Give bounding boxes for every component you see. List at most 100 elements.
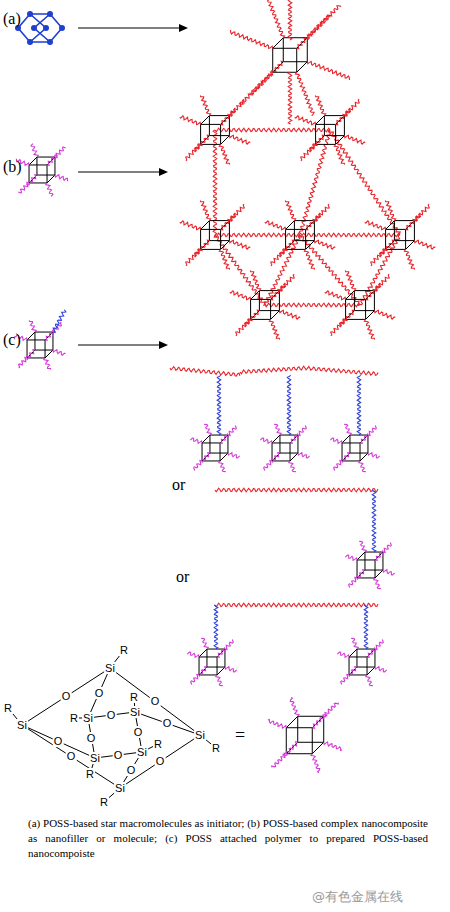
cage-edge (356, 649, 357, 667)
cage-arm (314, 240, 335, 249)
cage-arm (307, 62, 349, 81)
cage-edge (201, 124, 221, 125)
cage-arm (283, 742, 298, 756)
cage-arm (315, 96, 325, 116)
cage-edge (209, 240, 229, 241)
cage-edge (220, 453, 228, 461)
atom-label: O (113, 749, 124, 761)
cage-arm (295, 116, 316, 125)
cage-arm (199, 667, 207, 677)
cage-arm (342, 453, 350, 463)
cage-edge (220, 229, 221, 249)
cage-arm (265, 221, 286, 230)
atom-label: Si (82, 712, 94, 724)
cage-arm (334, 144, 344, 164)
cage-edge (365, 299, 366, 319)
graph-dot (27, 11, 33, 17)
cage-edge (394, 240, 414, 241)
panel-letter: (b) (3, 158, 22, 176)
cage-arm (250, 61, 284, 94)
cage-edge (360, 453, 368, 461)
cage-arm (288, 0, 292, 40)
cage-arm (202, 453, 210, 463)
cage-edge (296, 48, 297, 72)
cage-arm (180, 221, 201, 230)
cage-arm (45, 330, 54, 341)
cage-arm (274, 424, 281, 435)
cage-arm (269, 319, 279, 339)
poss-cage-drawings (15, 0, 436, 773)
cage-arm (190, 438, 202, 443)
cage-edge (286, 716, 297, 727)
cage-edge (29, 165, 30, 183)
cage-edge (367, 667, 375, 675)
cage-arm (344, 99, 359, 116)
cage-arm (368, 453, 380, 458)
atom-label: O (155, 755, 166, 767)
cage-edge (306, 241, 315, 250)
cage-edge (272, 48, 273, 72)
cage-arm (344, 424, 351, 435)
cage-arm (374, 310, 395, 319)
cage-edge (199, 674, 217, 675)
cage-edge (272, 442, 290, 443)
cage-edge (283, 38, 284, 62)
cage-edge (201, 116, 210, 125)
cage-edge (37, 157, 55, 158)
cage-edge (47, 165, 48, 183)
cage-arm (290, 433, 298, 443)
polymer-chain (215, 603, 378, 607)
cage-arm (55, 175, 68, 182)
cage-edge (375, 570, 383, 578)
cage-arm (200, 201, 210, 221)
poss-cage (342, 435, 368, 461)
cage-edge (251, 291, 260, 300)
cage-edge (259, 310, 279, 311)
cage-arm (351, 638, 358, 649)
graph-dot (59, 25, 65, 31)
cage-arm (345, 271, 355, 291)
cage-arm (368, 426, 376, 436)
poss-cage (27, 332, 53, 358)
cage-arm (337, 652, 349, 657)
reaction-arrows (78, 24, 188, 349)
cage-arm (19, 358, 27, 369)
cage-arm (357, 570, 365, 580)
cage-edge (305, 229, 306, 249)
cage-edge (209, 115, 229, 116)
cage-arm (26, 175, 37, 186)
cage-edge (251, 319, 271, 320)
cage-arm (330, 438, 342, 443)
cage-arm (374, 578, 381, 589)
cage-arm (280, 240, 295, 257)
cage-edge (199, 649, 207, 657)
cage-edge (202, 442, 220, 443)
cage-edge (324, 115, 344, 116)
crosslink-chain (213, 130, 217, 235)
cage-arm (228, 426, 236, 436)
cage-edge (324, 116, 325, 136)
cage-edge (270, 299, 271, 319)
crosslink-chain (329, 130, 400, 236)
tether-chain (287, 375, 291, 435)
cage-arm (272, 753, 287, 767)
cage-edge (251, 299, 271, 300)
figure-caption: (a) POSS-based star macromolecules as in… (28, 816, 428, 861)
cage-edge (27, 339, 45, 340)
cage-edge (357, 667, 375, 668)
cage-arm (288, 72, 292, 124)
cage-edge (283, 61, 307, 62)
cage-edge (357, 577, 375, 578)
cage-edge (406, 241, 415, 250)
atom-label: Si (104, 662, 116, 674)
cage-arm (44, 358, 51, 370)
cage-arm (200, 96, 210, 116)
poss-cage (286, 716, 323, 753)
tether-chain (372, 490, 376, 552)
cage-edge (316, 116, 325, 125)
atom-label: O (150, 695, 161, 707)
cage-arm (296, 72, 315, 116)
tether-chain (217, 375, 221, 435)
cage-arm (289, 461, 296, 472)
cage-arm (250, 271, 260, 291)
